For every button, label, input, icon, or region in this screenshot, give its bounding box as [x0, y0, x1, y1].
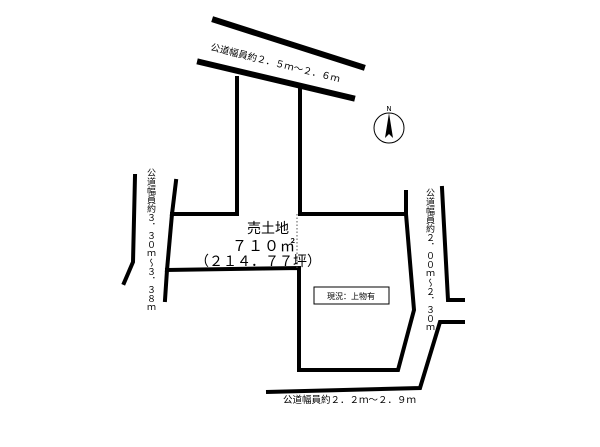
left-road-outer-edge [121, 173, 138, 286]
left-road-inner-edge-lower [162, 267, 170, 303]
parcel-bottom-left [164, 265, 301, 372]
parcel-top-right-arm [298, 85, 408, 216]
compass-north-label: N [386, 105, 391, 113]
parcel-title: 売土地 [247, 221, 289, 237]
status-note-box [313, 286, 390, 305]
status-note-text: 現況：上物有 [327, 291, 375, 301]
right-road-outer-edge [439, 185, 465, 302]
left-road-inner-edge [169, 178, 179, 217]
left-road [121, 173, 179, 303]
status-note: 現況：上物有 [313, 286, 390, 305]
parcel-label: 売土地 ７１０㎡ （２１４．７７坪） [195, 221, 321, 270]
left-road-label: 公道幅員約３．３０ｍ～３．３８ｍ [145, 168, 156, 312]
right-road-inner-edge [297, 190, 417, 372]
parcel-top-left-arm [170, 76, 239, 216]
parcel-left-edge [164, 211, 175, 273]
compass-needle [385, 113, 393, 138]
parcel-boundary [164, 76, 408, 372]
right-road-bottom-outer [265, 320, 465, 395]
right-road [265, 185, 465, 395]
top-road-upper-edge [211, 16, 366, 71]
top-road-lower-edge [196, 58, 356, 102]
parcel-area-sqm: ７１０㎡ [232, 237, 296, 255]
parcel-area-tsubo: （２１４．７７坪） [195, 254, 321, 270]
bottom-road-label: 公道幅員約２．２ｍ～２．９ｍ [283, 394, 416, 406]
right-road-label: 公道幅員約２．００ｍ～２．３０ｍ [424, 188, 435, 332]
top-road: 公道幅員約２．５ｍ～２．６ｍ [196, 16, 366, 102]
compass: N [373, 105, 405, 144]
